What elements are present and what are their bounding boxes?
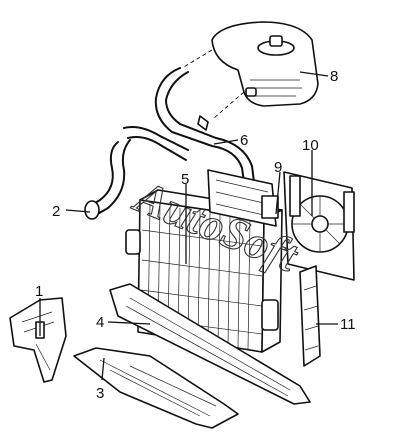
callout-4: 4 (96, 314, 104, 331)
callout-2: 2 (52, 203, 60, 220)
radiator-top-housing (207, 169, 279, 227)
lower-hose (84, 126, 189, 220)
upper-hose (154, 67, 255, 183)
callout-10: 10 (302, 137, 319, 154)
callout-8: 8 (330, 68, 338, 85)
left-bracket (9, 297, 67, 383)
callout-9: 9 (274, 159, 282, 176)
callout-1: 1 (35, 283, 43, 300)
lower-splash-shield (73, 347, 239, 429)
side-deflector (299, 265, 321, 367)
lower-crossmember (109, 283, 311, 405)
callout-3: 3 (96, 385, 104, 402)
callout-6: 6 (240, 132, 248, 149)
fan-shroud (283, 171, 355, 281)
callout-11: 11 (340, 316, 356, 333)
callout-5: 5 (181, 171, 189, 188)
leader-lines (39, 71, 338, 381)
expansion-tank (211, 21, 319, 107)
